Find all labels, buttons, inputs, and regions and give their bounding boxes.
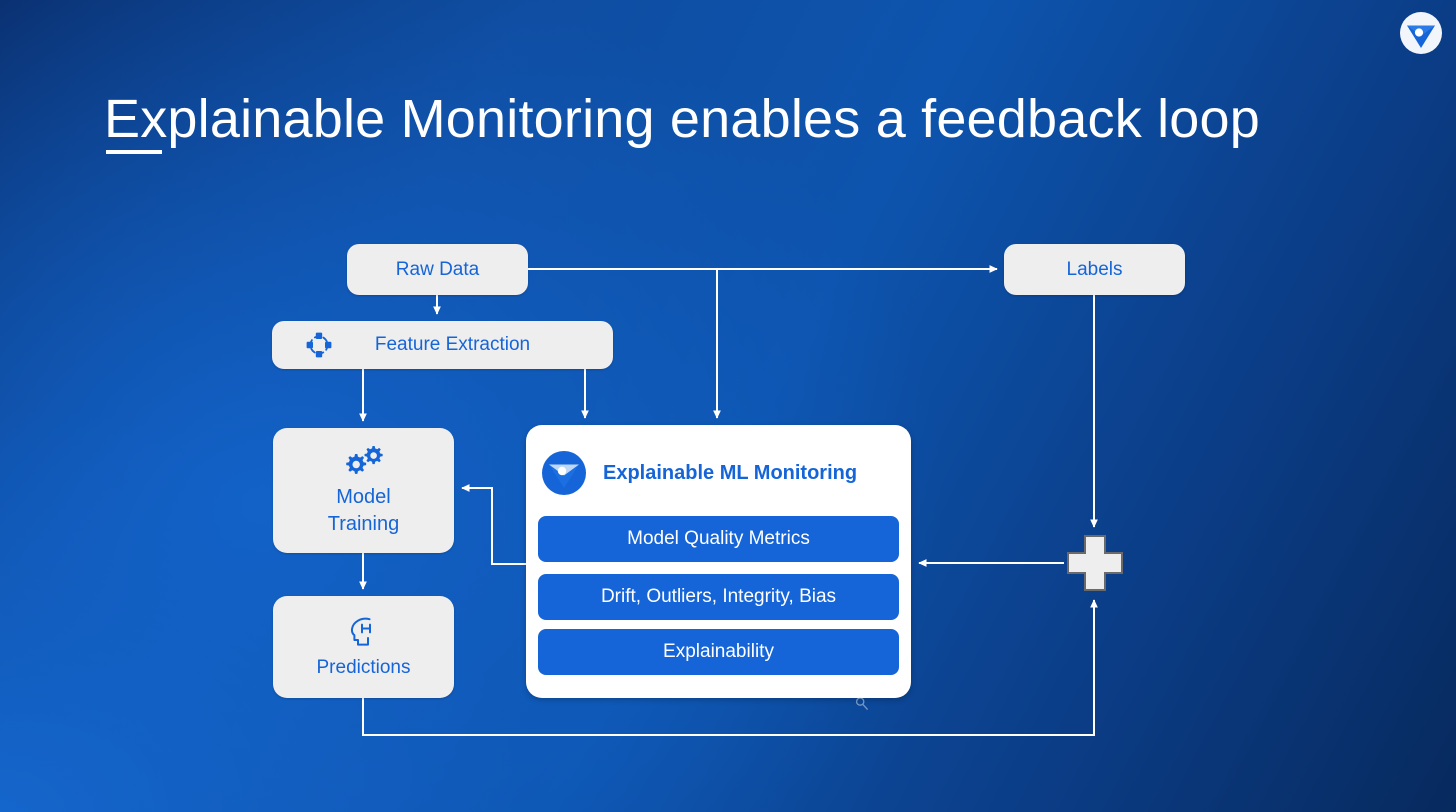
panel-bar-drift-outliers-integrity-bias[interactable]: Drift, Outliers, Integrity, Bias [538,574,899,620]
node-raw-data[interactable]: Raw Data [347,244,528,295]
node-labels[interactable]: Labels [1004,244,1185,295]
fiddler-logo-icon [1400,12,1442,54]
node-predictions[interactable]: Predictions [273,596,454,698]
panel-bar-label: Model Quality Metrics [627,528,810,549]
title-underline [106,150,162,154]
wire-predictions-to-merge [362,599,1098,736]
panel-bar-label: Drift, Outliers, Integrity, Bias [600,586,837,607]
head-brain-icon [350,617,371,646]
node-model-training-label-line1: Model [336,485,391,508]
magnifier-cursor-icon [855,697,869,711]
node-model-training-label-line2: Training [327,512,400,535]
node-predictions-label: Predictions [316,657,411,678]
node-raw-data-label: Raw Data [395,258,480,280]
node-labels-label: Labels [1066,258,1123,280]
gears-icon [345,445,383,474]
fiddler-logo-icon [542,451,586,495]
page-title: Explainable Monitoring enables a feedbac… [104,89,1260,149]
panel-title: Explainable ML Monitoring [603,461,858,484]
merge-plus-icon[interactable] [1066,534,1124,592]
panel-bar-label: Explainability [663,641,774,662]
panel-header: Explainable ML Monitoring [541,450,857,496]
panel-bar-model-quality-metrics[interactable]: Model Quality Metrics [538,516,899,562]
node-feature-extraction[interactable]: Feature Extraction [272,321,613,369]
node-feature-extraction-label: Feature Extraction [374,334,531,355]
node-model-training[interactable]: Model Training [273,428,454,553]
panel-bar-explainability[interactable]: Explainability [538,629,899,675]
feature-extraction-icon [306,332,332,358]
